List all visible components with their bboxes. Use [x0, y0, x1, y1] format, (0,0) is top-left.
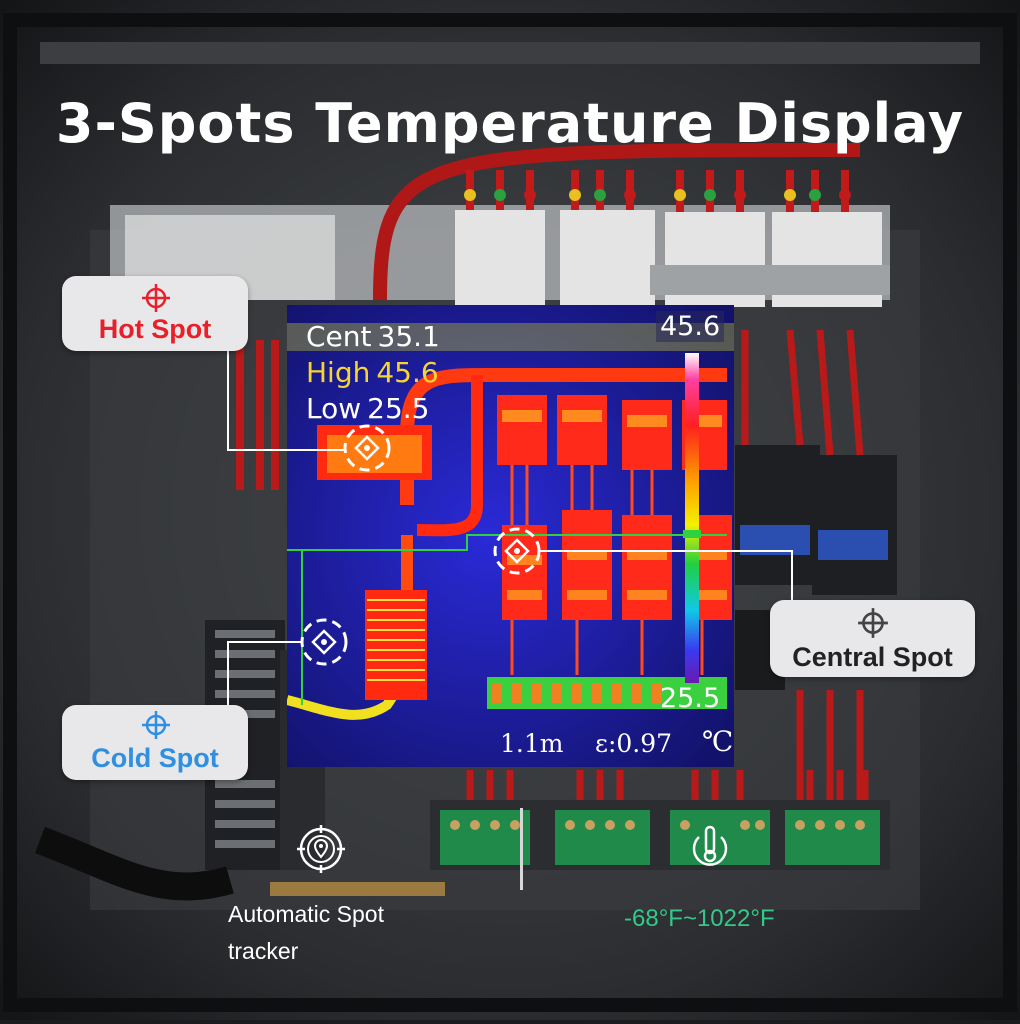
headline: 3-Spots Temperature Display [55, 92, 965, 155]
center-temp-value: 35.1 [377, 320, 440, 353]
thermal-image [287, 305, 734, 767]
low-temp-value: 25.5 [367, 392, 430, 425]
callout-leader-lines [227, 351, 793, 705]
tracker-caption-line2: tracker [228, 938, 299, 964]
center-temp-label: Cent [306, 320, 372, 353]
temperature-range-caption: -68°F~1022°F [624, 905, 775, 932]
high-temp-value: 45.6 [376, 356, 439, 389]
crosshair-icon [858, 608, 888, 638]
scale-max-value: 45.6 [656, 311, 725, 342]
central-spot-callout: Central Spot [770, 600, 975, 677]
hot-spot-crosshair-icon [354, 435, 380, 461]
crosshair-icon [142, 711, 170, 739]
crosshair-icon [142, 284, 170, 312]
low-temp-label: Low [306, 392, 362, 425]
tracker-caption: Automatic Spot tracker [228, 896, 384, 970]
spot-tracker-icon [297, 825, 345, 873]
distance-readout: 1.1m [500, 729, 564, 758]
thermometer-power-icon [692, 825, 728, 866]
cold-spot-label: Cold Spot [91, 743, 219, 773]
cold-spot-crosshair-icon [311, 629, 337, 655]
emissivity-readout: ε:0.97 [595, 729, 673, 758]
thermal-image-screen [287, 305, 734, 767]
central-spot-crosshair-icon [504, 538, 530, 564]
high-temp-label: High [306, 356, 371, 389]
hot-spot-marker [343, 424, 391, 472]
tracker-caption-line1: Automatic Spot [228, 901, 384, 927]
scale-min-value: 25.5 [660, 683, 721, 714]
hot-spot-label: Hot Spot [98, 314, 212, 344]
cold-spot-callout: Cold Spot [62, 705, 248, 780]
central-spot-label: Central Spot [792, 642, 953, 672]
temperature-unit: ℃ [702, 725, 734, 758]
hot-spot-callout: Hot Spot [62, 276, 248, 351]
